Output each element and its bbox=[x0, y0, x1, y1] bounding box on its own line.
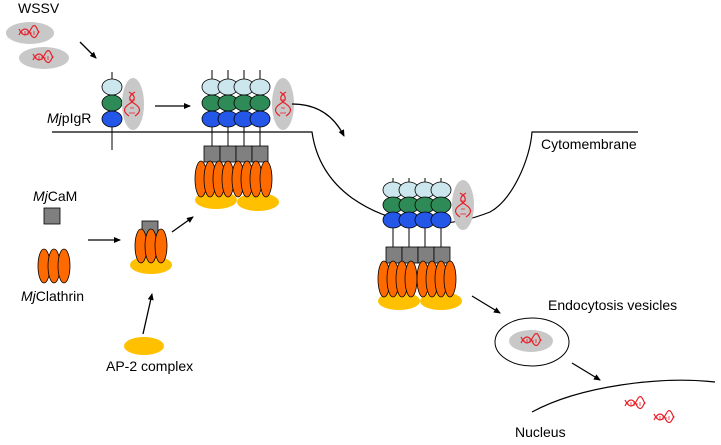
arrow-ap2-to-complex bbox=[142, 293, 154, 335]
label-mjpigr-suffix: pIgR bbox=[61, 110, 92, 126]
mjcam-block bbox=[43, 207, 61, 225]
nuclear-viral-dna-1 bbox=[624, 395, 646, 410]
arrow-to-vesicle bbox=[471, 295, 501, 314]
arrow-complex-to-membrane bbox=[171, 216, 194, 233]
label-cytomembrane: Cytomembrane bbox=[541, 136, 637, 152]
label-mjcam-suffix: CaM bbox=[47, 188, 78, 204]
label-ap2-complex: AP-2 complex bbox=[106, 358, 194, 374]
endocytosis-vesicle bbox=[494, 317, 570, 367]
label-mjclathrin-suffix: Clathrin bbox=[35, 288, 85, 304]
label-mjcam-prefix: Mj bbox=[33, 188, 48, 204]
label-mjclathrin-prefix: Mj bbox=[21, 288, 36, 304]
arrow-wssv-to-receptor bbox=[79, 41, 97, 59]
label-wssv: WSSV bbox=[18, 0, 60, 16]
nucleus-envelope bbox=[531, 379, 716, 413]
nuclear-viral-dna-2 bbox=[653, 409, 675, 424]
wssv-virion-1 bbox=[6, 22, 54, 44]
invaginated-cluster bbox=[377, 178, 474, 310]
arrow-internalization bbox=[291, 103, 345, 137]
single-receptor bbox=[101, 72, 144, 150]
cam-clathrin-ap2-complex bbox=[130, 220, 172, 274]
label-mjclathrin: MjClathrin bbox=[21, 288, 84, 304]
mjclathrin-triskelion bbox=[37, 248, 71, 284]
ap2-complex bbox=[124, 337, 164, 355]
label-nucleus: Nucleus bbox=[515, 424, 566, 440]
label-mjpigr-prefix: Mj bbox=[47, 110, 62, 126]
label-mjcam: MjCaM bbox=[33, 188, 77, 204]
wssv-virion-2 bbox=[19, 47, 69, 69]
arrow-to-nucleus bbox=[571, 362, 601, 381]
receptor-cluster bbox=[194, 70, 294, 211]
label-endocytosis-vesicles: Endocytosis vesicles bbox=[548, 297, 678, 313]
label-mjpigr: MjpIgR bbox=[47, 110, 91, 126]
